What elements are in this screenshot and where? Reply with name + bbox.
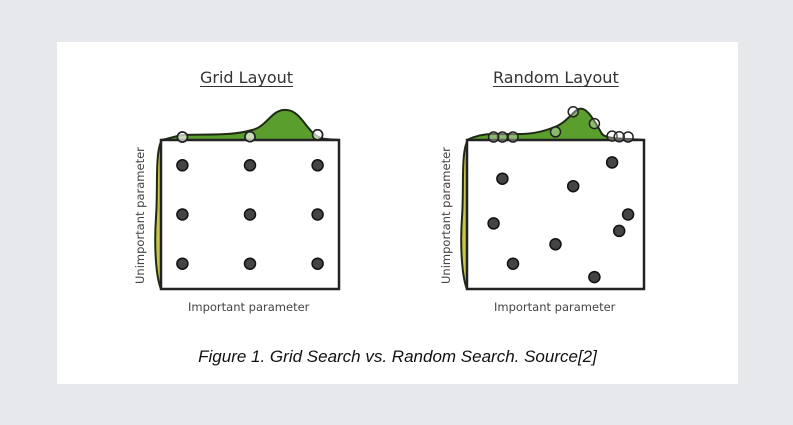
figure-plots (154, 106, 646, 291)
sample-point (243, 257, 257, 270)
sample-point (506, 257, 520, 270)
projection-marker (176, 131, 189, 143)
random-unimportant-distribution-curve (460, 141, 468, 290)
sample-point (605, 156, 619, 169)
random-layout-plot-frame (465, 138, 646, 291)
sample-point (549, 238, 562, 251)
projection-marker (487, 131, 500, 143)
sample-point (311, 159, 324, 172)
sample-point (176, 208, 189, 221)
sample-point (621, 208, 635, 221)
sample-point (243, 159, 257, 172)
sample-point (243, 208, 257, 221)
projection-marker (507, 131, 519, 143)
grid-layout-top-projections (176, 129, 324, 143)
figure-caption: Figure 1. Grid Search vs. Random Search.… (198, 347, 597, 366)
random-layout-points (487, 156, 635, 284)
sample-point (588, 270, 601, 284)
random-layout-panel (460, 106, 646, 291)
random-layout-xlabel: Important parameter (494, 300, 616, 314)
sample-point (311, 257, 324, 270)
projection-marker (244, 130, 256, 143)
projection-marker (613, 131, 625, 143)
grid-layout-points (176, 159, 324, 270)
sample-point (311, 208, 324, 221)
projection-marker (567, 106, 579, 118)
random-layout-title: Random Layout (493, 68, 619, 87)
projection-marker (588, 117, 601, 130)
grid-layout-panel (154, 108, 341, 291)
grid-layout-xlabel: Important parameter (188, 300, 310, 314)
projection-marker (549, 126, 562, 138)
random-layout-top-projections (487, 106, 634, 143)
projection-marker (311, 129, 324, 141)
sample-point (496, 172, 509, 185)
grid-layout-plot-frame (159, 138, 341, 291)
grid-unimportant-distribution-curve (154, 141, 162, 290)
projection-marker (622, 131, 634, 143)
sample-point (176, 257, 189, 270)
random-important-distribution-curve (466, 107, 645, 141)
figure-card: Grid Layout Important parameter Unimport… (57, 42, 738, 384)
sample-point (612, 224, 626, 238)
sample-point (566, 179, 580, 193)
sample-point (176, 159, 189, 172)
sample-point (487, 217, 500, 230)
grid-layout-title: Grid Layout (200, 68, 294, 87)
